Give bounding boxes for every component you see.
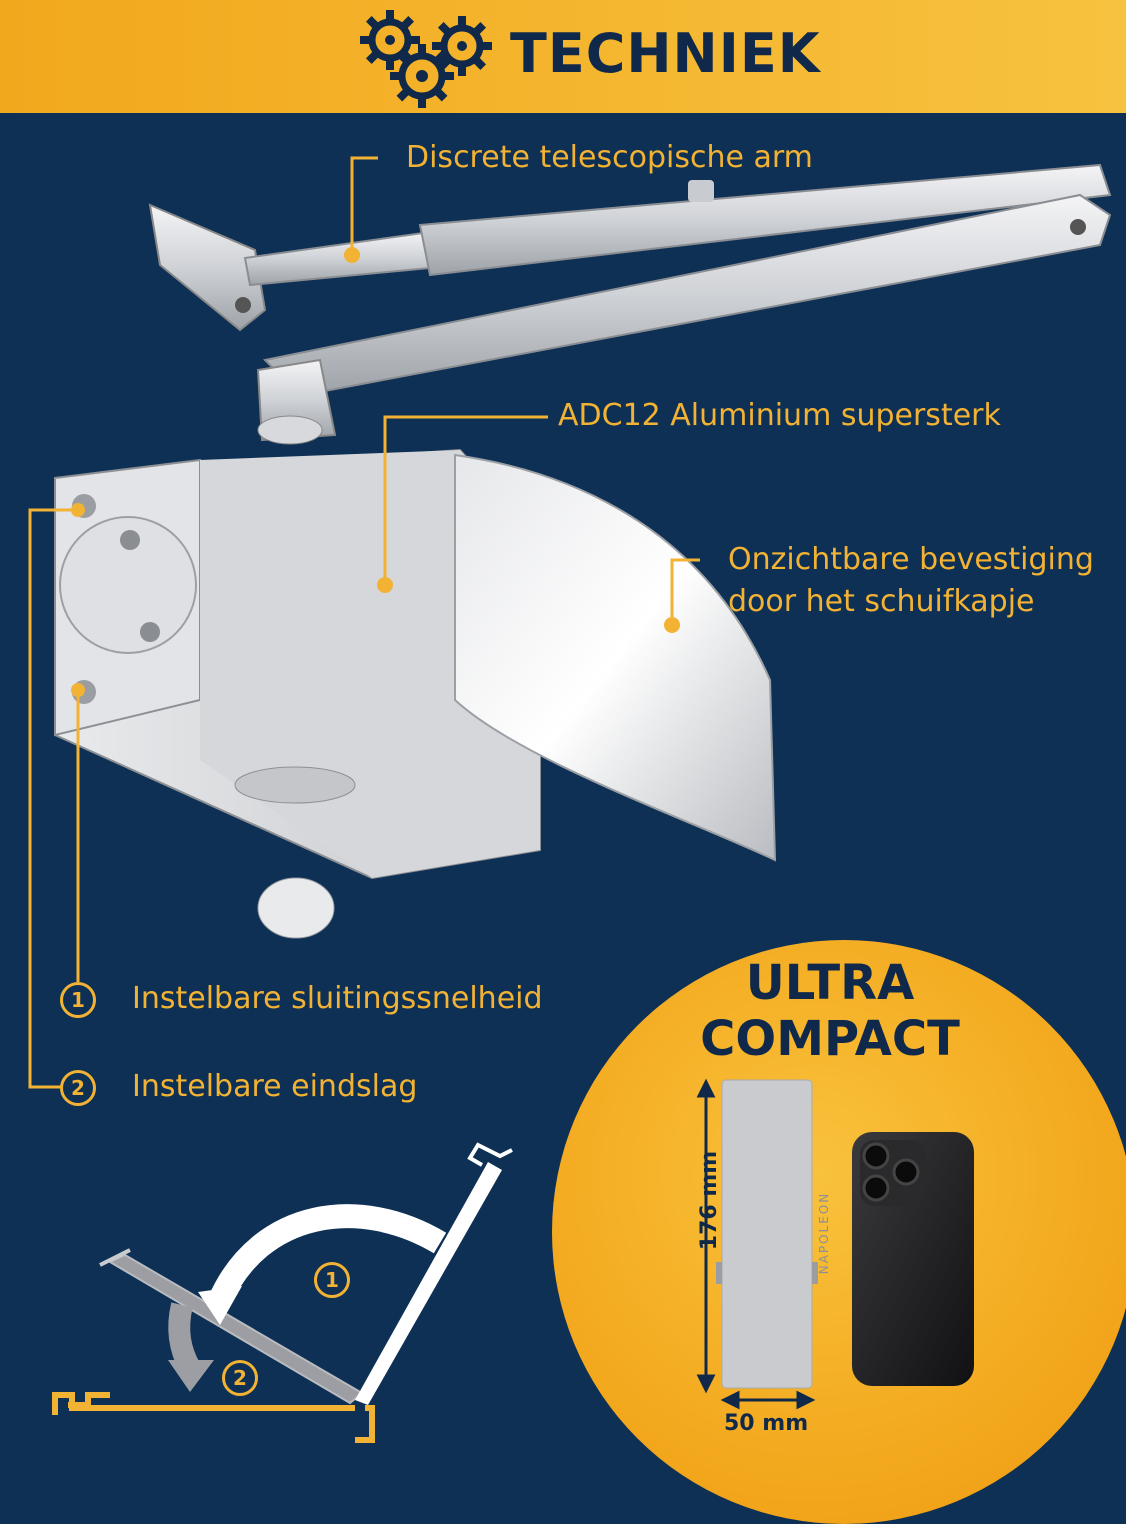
- adjustment-label-stop: Instelbare eindslag: [132, 1069, 418, 1104]
- adjustment-badge-2: 2: [60, 1070, 96, 1106]
- ultra-compact-circle: [552, 940, 1126, 1524]
- callout-leaders: [28, 156, 700, 1089]
- body-label: ADC12 Aluminium supersterk: [558, 398, 1001, 433]
- adjustment-label-speed: Instelbare sluitingssnelheid: [132, 981, 543, 1016]
- cover-label-line2: door het schuifkapje: [728, 584, 1035, 619]
- slide-cover: [454, 453, 777, 862]
- page-title: TECHNIEK: [510, 22, 821, 85]
- closer-front-view: [721, 1079, 813, 1389]
- adjustment-badge-1: 1: [60, 982, 96, 1018]
- arm-label: Discrete telescopische arm: [406, 140, 813, 175]
- closer-body: [54, 448, 541, 939]
- diagram-step-2: 2: [222, 1360, 258, 1396]
- ultra-compact-title: ULTRA COMPACT: [690, 955, 970, 1067]
- header-banner: [0, 0, 1126, 113]
- diagram-step-1: 1: [314, 1262, 350, 1298]
- width-dimension: 50 mm: [724, 1411, 809, 1436]
- height-dimension: 176 mm: [697, 1150, 723, 1251]
- ultra-title-line2: COMPACT: [700, 1011, 960, 1067]
- ultra-title-line1: ULTRA: [745, 955, 915, 1011]
- brand-label: NAPOLEON: [817, 1191, 831, 1275]
- gears-icon: [360, 10, 492, 108]
- door-diagram: [52, 1142, 513, 1443]
- cover-label-line1: Onzichtbare bevestiging: [728, 542, 1094, 577]
- telescopic-arm: [148, 163, 1112, 445]
